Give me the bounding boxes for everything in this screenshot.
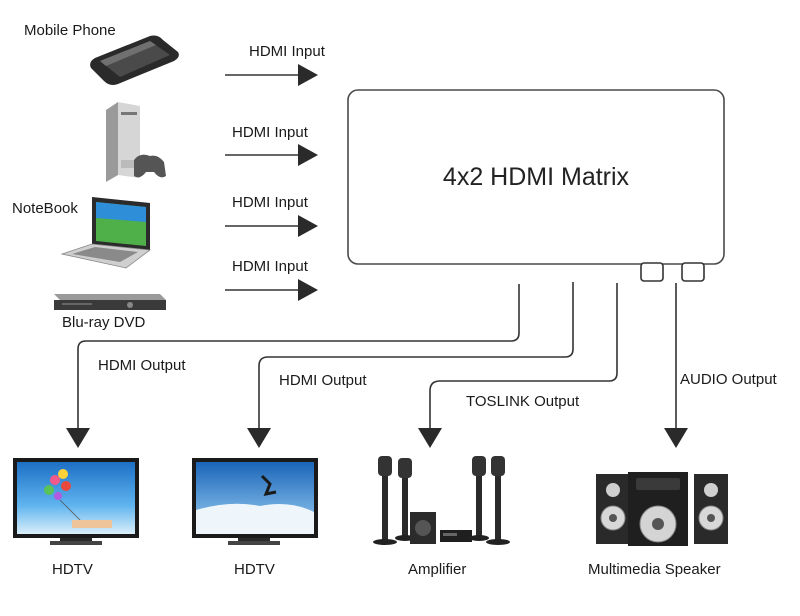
device-label-mobile-phone: Mobile Phone bbox=[24, 22, 116, 39]
home-theater-icon bbox=[373, 456, 510, 545]
game-console-icon bbox=[106, 102, 166, 182]
output-line-toslink bbox=[429, 283, 618, 430]
output-line-hdmi-1 bbox=[77, 284, 520, 430]
hdmi-matrix-unit: 4x2 HDMI Matrix bbox=[347, 89, 725, 282]
multimedia-speaker-icon bbox=[596, 472, 728, 546]
input-arrow-1: HDMI Input bbox=[225, 43, 326, 86]
output-arrowhead-hdmi-1 bbox=[66, 428, 90, 448]
output-label-hdmi-2: HDMI Output bbox=[279, 372, 367, 389]
device-label-notebook: NoteBook bbox=[12, 200, 78, 217]
input-label-3: HDMI Input bbox=[232, 194, 309, 211]
hdtv-icon bbox=[192, 458, 318, 545]
audio-port-left bbox=[640, 262, 664, 282]
output-label-toslink: TOSLINK Output bbox=[466, 393, 580, 410]
device-label-bluray-dvd: Blu-ray DVD bbox=[62, 314, 146, 331]
device-label-hdtv-2: HDTV bbox=[234, 561, 275, 578]
input-label-4: HDMI Input bbox=[232, 258, 309, 275]
output-arrowhead-toslink bbox=[418, 428, 442, 448]
output-label-audio: AUDIO Output bbox=[680, 371, 778, 388]
output-arrowhead-hdmi-2 bbox=[247, 428, 271, 448]
bluray-player-icon bbox=[54, 294, 166, 310]
notebook-icon bbox=[60, 197, 152, 269]
output-label-hdmi-1: HDMI Output bbox=[98, 357, 186, 374]
device-label-hdtv-1: HDTV bbox=[52, 561, 93, 578]
matrix-title: 4x2 HDMI Matrix bbox=[443, 163, 630, 191]
output-arrowhead-audio bbox=[664, 428, 688, 448]
input-label-2: HDMI Input bbox=[232, 124, 309, 141]
mobile-phone-icon bbox=[90, 35, 179, 85]
input-arrow-2: HDMI Input bbox=[225, 124, 318, 166]
device-label-multimedia-speaker: Multimedia Speaker bbox=[588, 561, 721, 578]
device-label-amplifier: Amplifier bbox=[408, 561, 466, 578]
input-arrow-3: HDMI Input bbox=[225, 194, 318, 237]
input-arrow-4: HDMI Input bbox=[225, 258, 318, 301]
hdtv-icon bbox=[13, 458, 139, 545]
output-line-hdmi-2 bbox=[258, 282, 574, 430]
input-label-1: HDMI Input bbox=[249, 43, 326, 60]
audio-port-right bbox=[681, 262, 705, 282]
